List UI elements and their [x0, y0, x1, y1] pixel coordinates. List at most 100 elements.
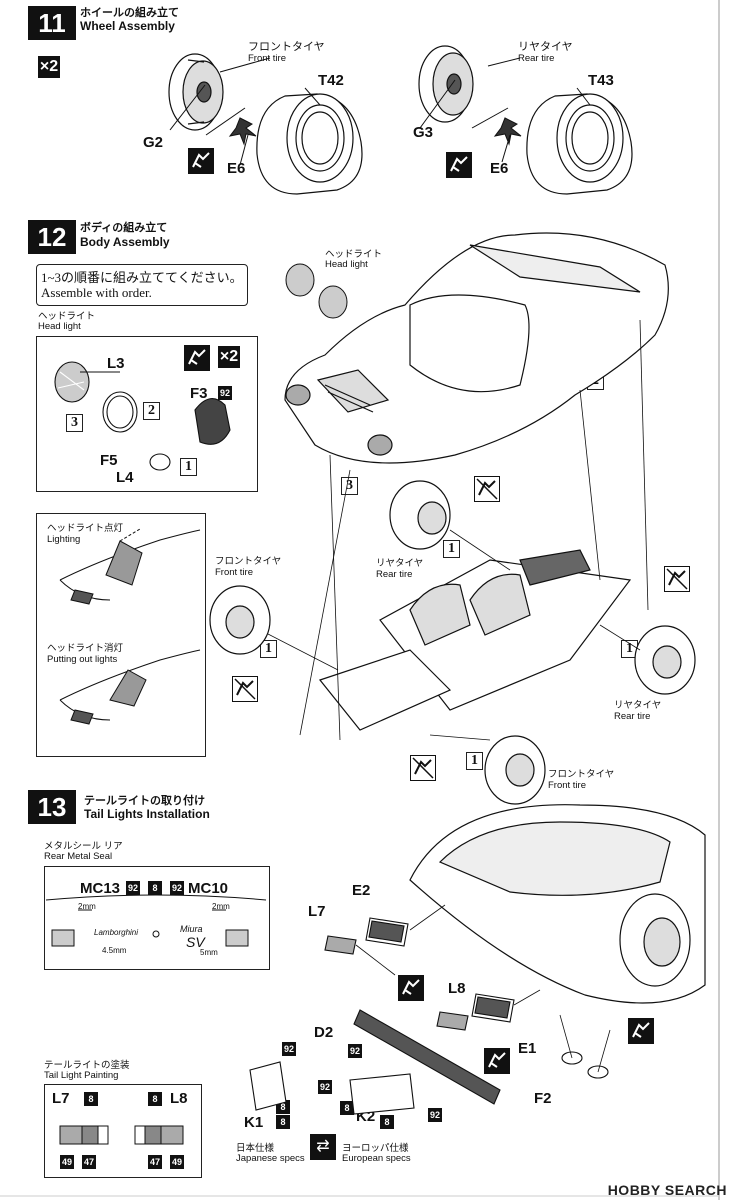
european-spec-en: European specs: [342, 1153, 411, 1164]
color-8-badge: 8: [276, 1100, 290, 1114]
tail-light-painting-box: [44, 1084, 202, 1178]
rear-tire-label-en: Rear tire: [376, 569, 413, 580]
order-note-jp: 1~3の順番に組み立ててください。: [41, 270, 243, 285]
step-11-number: 11: [28, 6, 76, 40]
headlight-box-title-jp: ヘッドライト: [38, 311, 96, 322]
cement-icon: [446, 152, 472, 178]
color-92-badge: 92: [126, 881, 140, 895]
lights-out-title-jp: ヘッドライト消灯: [47, 643, 124, 654]
headlight-detail-box: [36, 336, 258, 492]
part-g3: G3: [413, 124, 434, 141]
color-92-badge: 92: [170, 881, 184, 895]
no-cement-icon: [410, 755, 436, 781]
metal-seal-box: [44, 866, 270, 970]
order-1-marker: 1: [466, 752, 483, 770]
lighting-title-jp: ヘッドライト点灯: [47, 523, 124, 534]
watermark: HOBBY SEARCH: [607, 1182, 727, 1198]
order-2-marker: 2: [143, 402, 160, 420]
paint-l8-label: L8: [170, 1090, 188, 1107]
cement-icon: [628, 1018, 654, 1044]
color-8-badge: 8: [340, 1101, 354, 1115]
japanese-spec-en: Japanese specs: [236, 1153, 305, 1164]
order-3-marker: 3: [341, 477, 358, 495]
front-tire-label-jp: フロントタイヤ: [548, 769, 615, 780]
color-8-badge: 8: [148, 881, 162, 895]
front-tire-label-jp: フロントタイヤ: [248, 41, 325, 53]
color-92-badge: 92: [318, 1080, 332, 1094]
cement-icon: [184, 345, 210, 371]
european-spec-jp: ヨーロッパ仕様: [342, 1143, 409, 1154]
order-2-marker: 2: [587, 372, 604, 390]
headlight-box-title-en: Head light: [38, 321, 81, 332]
color-8-badge: 8: [84, 1092, 98, 1106]
no-cement-icon: [232, 676, 258, 702]
part-e1: E1: [518, 1040, 537, 1057]
cement-icon: [484, 1048, 510, 1074]
part-f2: F2: [534, 1090, 552, 1107]
japanese-spec-jp: 日本仕様: [236, 1143, 275, 1154]
color-47-badge: 47: [82, 1155, 96, 1169]
cement-icon: [398, 975, 424, 1001]
lighting-title-en: Lighting: [47, 534, 81, 545]
color-92-badge: 92: [282, 1042, 296, 1056]
tail-light-painting-en: Tail Light Painting: [44, 1070, 119, 1081]
quantity-x2-badge: ×2: [38, 56, 60, 78]
part-l4: L4: [116, 469, 134, 486]
rear-tire-label-jp: リヤタイヤ: [614, 700, 662, 711]
part-t43: T43: [588, 72, 614, 89]
color-8-badge: 8: [276, 1115, 290, 1129]
assembly-order-note: 1~3の順番に組み立ててください。 Assemble with order.: [36, 264, 248, 306]
color-49-badge: 49: [60, 1155, 74, 1169]
rear-metal-seal-en: Rear Metal Seal: [44, 851, 113, 862]
part-f5: F5: [100, 452, 118, 469]
dim-2mm-right: 2mm: [212, 902, 230, 911]
front-tire-label-en: Front tire: [548, 780, 587, 791]
order-1-marker: 1: [180, 458, 197, 476]
rear-metal-seal-jp: メタルシール リア: [44, 841, 123, 852]
order-note-en: Assemble with order.: [41, 285, 152, 300]
dim-5mm: 5mm: [200, 948, 218, 957]
part-l7: L7: [308, 903, 326, 920]
headlight-label-en: Head light: [325, 259, 368, 270]
dim-2mm-left: 2mm: [78, 902, 96, 911]
step-12-title-en: Body Assembly: [80, 235, 170, 249]
cement-icon: [188, 148, 214, 174]
step-11-title-en: Wheel Assembly: [80, 19, 175, 33]
part-l3: L3: [107, 355, 125, 372]
quantity-x2-badge: ×2: [218, 346, 240, 368]
part-k2: K2: [356, 1108, 376, 1125]
rear-tire-label-jp: リヤタイヤ: [518, 41, 573, 53]
rear-tire-label-en: Rear tire: [614, 711, 651, 722]
swap-arrows-icon: ⇄: [310, 1134, 336, 1160]
step-13-title-jp: テールライトの取り付け: [84, 795, 205, 807]
part-l8: L8: [448, 980, 466, 997]
rear-tire-label-jp: リヤタイヤ: [376, 558, 424, 569]
step-13-title-en: Tail Lights Installation: [84, 807, 210, 821]
part-t42: T42: [318, 72, 344, 89]
lights-out-title-en: Putting out lights: [47, 654, 118, 665]
mc10-label: MC10: [188, 880, 229, 897]
headlight-label-jp: ヘッドライト: [325, 249, 383, 260]
part-g2: G2: [143, 134, 164, 151]
order-3-marker: 3: [66, 414, 83, 432]
mc13-label: MC13: [80, 880, 121, 897]
part-f3: F3: [190, 385, 208, 402]
front-tire-label-jp: フロントタイヤ: [215, 556, 282, 567]
step-13-number: 13: [28, 790, 76, 824]
rear-tire-label-en: Rear tire: [518, 53, 555, 64]
color-49-badge: 49: [170, 1155, 184, 1169]
lighting-detail-box: [36, 513, 206, 757]
lamborghini-script: Lamborghini: [94, 928, 139, 937]
paint-l7-label: L7: [52, 1090, 70, 1107]
color-92-badge: 92: [348, 1044, 362, 1058]
part-k1: K1: [244, 1114, 264, 1131]
order-1-marker: 1: [260, 640, 277, 658]
tail-light-painting-jp: テールライトの塗装: [44, 1060, 130, 1071]
color-92-badge: 92: [428, 1108, 442, 1122]
part-e6-front: E6: [227, 160, 246, 177]
part-e2: E2: [352, 882, 371, 899]
dim-4-5mm: 4.5mm: [102, 946, 127, 955]
sv-script: SV: [186, 934, 205, 950]
